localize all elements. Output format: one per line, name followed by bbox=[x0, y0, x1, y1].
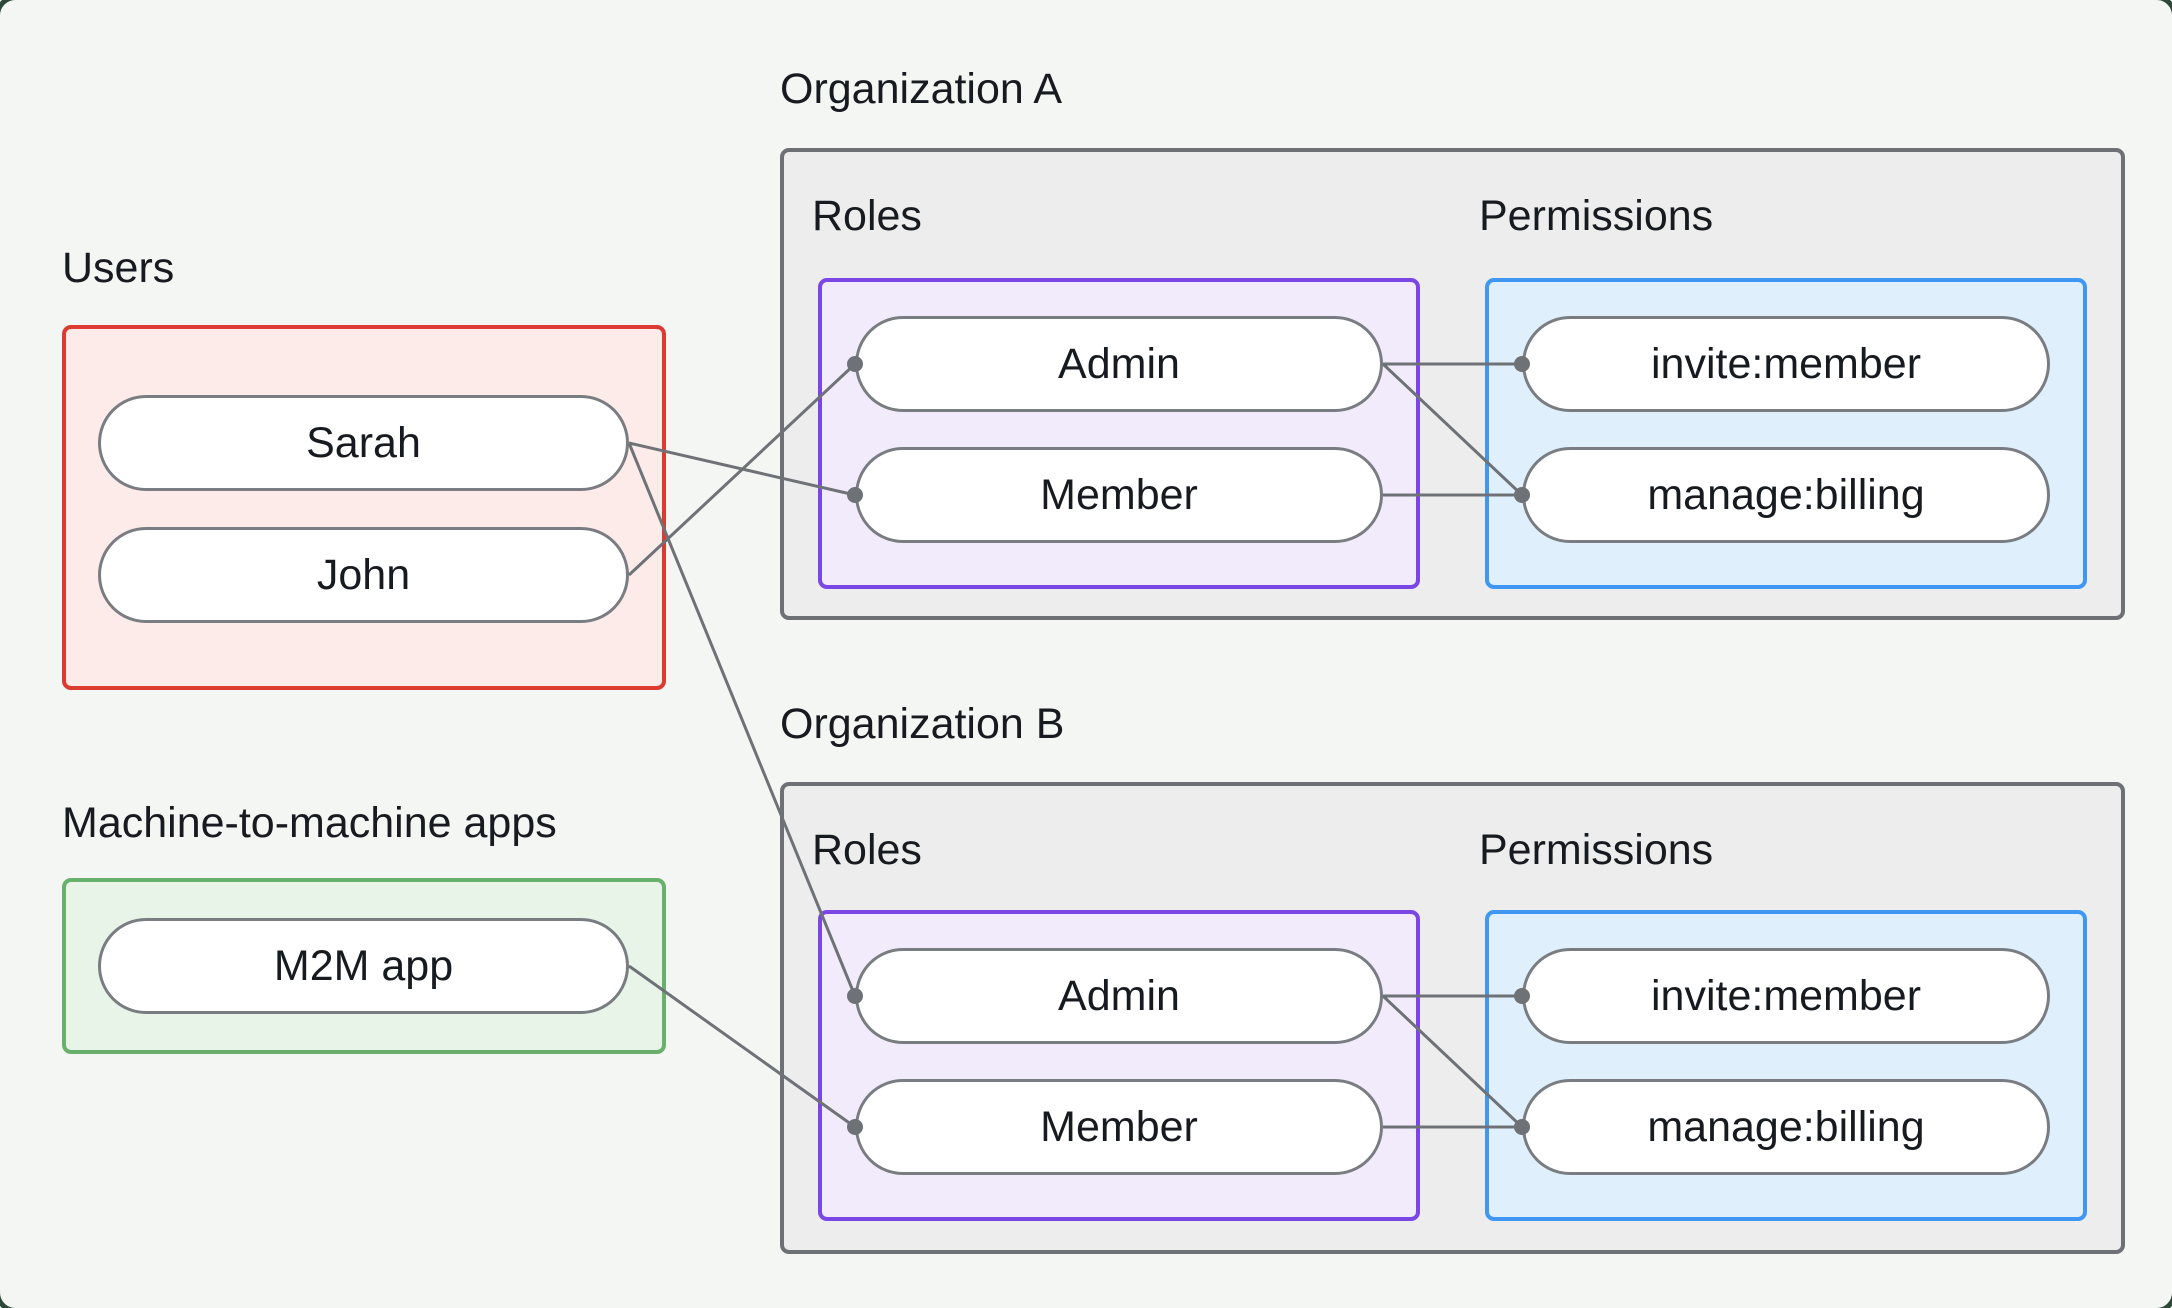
org-a-roles-label: Roles bbox=[812, 192, 922, 240]
org-a-permissions-label: Permissions bbox=[1479, 192, 1714, 240]
users-group-label: Users bbox=[62, 244, 175, 292]
org-b-permission-pill-invite-member: invite:member bbox=[1522, 948, 2050, 1044]
org-b-permission-pill-manage-billing: manage:billing bbox=[1522, 1079, 2050, 1175]
org-a-permission-pill-manage-billing: manage:billing bbox=[1522, 447, 2050, 543]
m2m-group-label: Machine-to-machine apps bbox=[62, 799, 557, 847]
org-a-role-pill-admin: Admin bbox=[855, 316, 1383, 412]
m2m-pill-app: M2M app bbox=[98, 918, 629, 1014]
org-b-label: Organization B bbox=[780, 700, 1065, 748]
org-b-role-pill-member: Member bbox=[855, 1079, 1383, 1175]
org-b-role-pill-admin: Admin bbox=[855, 948, 1383, 1044]
org-a-permission-pill-invite-member: invite:member bbox=[1522, 316, 2050, 412]
org-a-label: Organization A bbox=[780, 65, 1063, 113]
org-b-permissions-label: Permissions bbox=[1479, 826, 1714, 874]
org-a-role-pill-member: Member bbox=[855, 447, 1383, 543]
org-b-roles-label: Roles bbox=[812, 826, 922, 874]
users-group-box bbox=[62, 325, 666, 690]
user-pill-john: John bbox=[98, 527, 629, 623]
user-pill-sarah: Sarah bbox=[98, 395, 629, 491]
